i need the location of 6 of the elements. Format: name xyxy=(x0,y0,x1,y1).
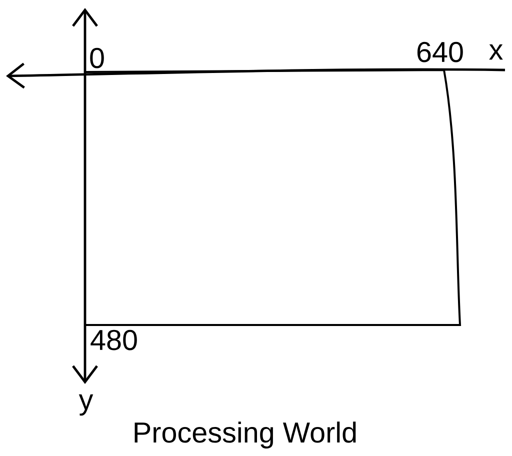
axis-label: 640 xyxy=(417,42,463,62)
axis-label: y xyxy=(78,394,94,416)
axis-label: 0 xyxy=(90,48,104,68)
axis-label: x xyxy=(489,44,503,60)
axis-label: 480 xyxy=(90,330,137,350)
caption: Processing World xyxy=(134,422,356,448)
